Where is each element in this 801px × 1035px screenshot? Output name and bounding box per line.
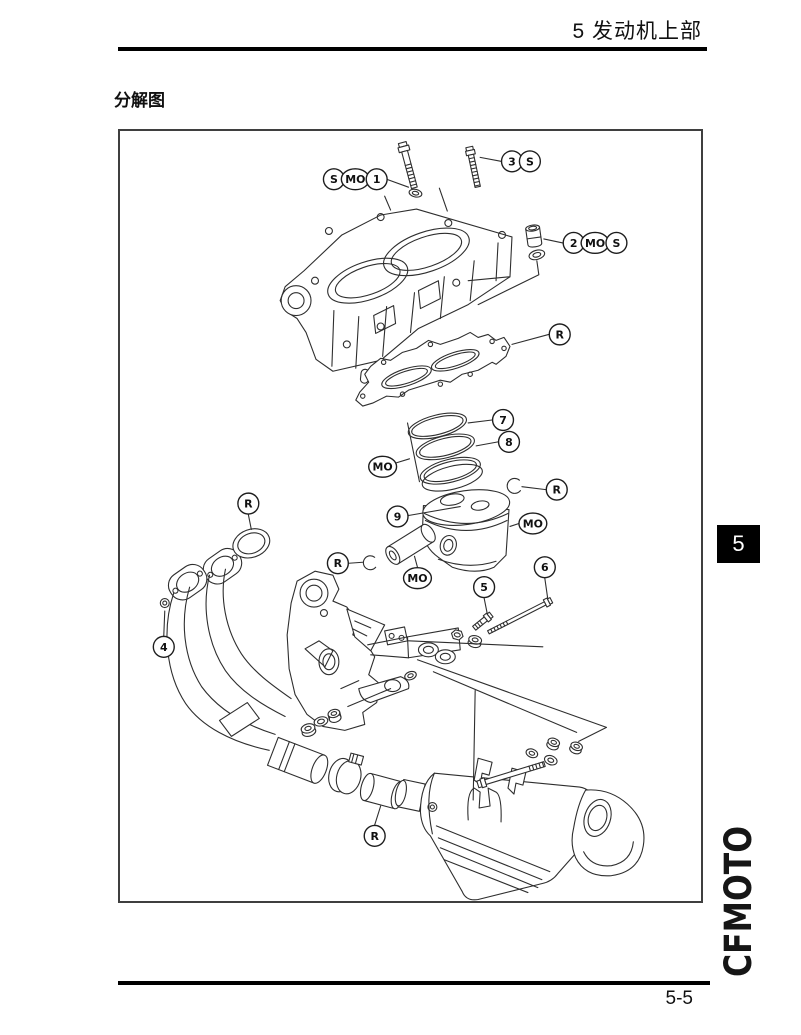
sleeve-part-2 <box>525 224 543 248</box>
footer-rule <box>118 981 710 985</box>
callout-4-stud: 4 <box>152 610 175 658</box>
callout-2-sleeve: 2 MO S <box>543 231 628 255</box>
callout-label: R <box>244 498 253 511</box>
callout-9-piston: 9 <box>386 505 461 528</box>
callout-1-cylinder-bolt: S MO 1 <box>322 168 410 191</box>
callout-r-base-gasket: R <box>511 323 571 346</box>
wrist-pin <box>385 523 436 565</box>
muffler-washer-2 <box>543 754 558 766</box>
callout-label: 7 <box>499 414 507 427</box>
callout-label: R <box>370 830 379 843</box>
piston <box>421 489 511 572</box>
mount-rubber-stack <box>300 708 342 737</box>
callout-bubble <box>548 323 571 346</box>
callout-bubble <box>237 492 260 515</box>
piston-rings <box>407 412 483 492</box>
mount-plate <box>384 626 461 665</box>
exhaust-flange-rear <box>167 563 208 601</box>
callout-label: 6 <box>541 561 549 574</box>
brand-logo-text: CFMOTO <box>717 825 761 977</box>
muffler <box>394 757 645 901</box>
callout-label: S <box>330 173 338 186</box>
callout-label: 3 <box>508 155 516 168</box>
callout-bubble <box>386 505 409 528</box>
callout-8-second-ring: 8 <box>475 430 521 454</box>
callout-r-muffler-sleeve: R <box>363 805 386 847</box>
callout-label: MO <box>373 461 393 474</box>
callout-6-bolt: 6 <box>533 556 556 600</box>
callout-label: 9 <box>394 510 402 523</box>
callout-bubble <box>363 824 386 847</box>
chapter-tab: 5 <box>717 525 760 563</box>
callout-label: R <box>553 484 562 497</box>
callout-label: S <box>526 155 534 168</box>
muffler-mount-bolt <box>476 761 546 789</box>
nut-bolt-6 <box>467 635 483 649</box>
circlip-left <box>362 555 377 571</box>
pointer-lines <box>347 187 608 801</box>
callout-bubble <box>326 552 350 575</box>
callout-bubble <box>497 430 521 454</box>
callout-bubble <box>533 556 556 579</box>
callout-bubble <box>368 455 398 478</box>
callout-label: R <box>334 557 343 570</box>
section-label: 分解图 <box>114 91 165 110</box>
callout-label: 4 <box>160 641 168 654</box>
callout-label: 8 <box>505 436 513 449</box>
base-gasket <box>355 331 511 407</box>
callout-5-bolt: 5 <box>472 575 496 614</box>
callout-bubble <box>152 635 175 658</box>
callout-label: R <box>556 328 565 341</box>
pipe-clamp <box>328 752 365 795</box>
callout-label: MO <box>523 517 543 530</box>
muffler-nut-2 <box>569 741 583 755</box>
washer-sleeve-2 <box>528 249 546 261</box>
callout-7-top-ring: 7 <box>467 408 515 432</box>
bolt-5 <box>472 611 494 631</box>
callout-bubble <box>518 150 542 173</box>
callout-r-circlip-top: R <box>521 478 568 501</box>
callout-r-exhaust-gasket: R <box>237 492 260 530</box>
bolt-6 <box>487 597 554 635</box>
hex-washer-bolt-5 <box>450 629 464 641</box>
exhaust-header-pipes <box>166 568 329 784</box>
exhaust-gasket-ring <box>232 528 271 559</box>
stud-4 <box>159 598 170 609</box>
cylinder-bolt-1 <box>397 141 418 190</box>
callout-label: 2 <box>570 237 578 250</box>
cylinder-block <box>279 208 513 372</box>
callout-bubble <box>518 512 548 535</box>
callout-mo-piston: MO <box>509 512 548 535</box>
cylinder-head-bracket <box>286 570 417 731</box>
callout-label: 1 <box>373 173 381 186</box>
callout-bubble <box>472 575 496 599</box>
callout-bubble <box>365 168 388 191</box>
brand-logo-vertical: CFMOTO <box>708 820 770 982</box>
muffler-nut-1 <box>546 737 561 751</box>
callout-mo-wrist-pin: MO <box>402 555 433 590</box>
callout-label: S <box>612 237 620 250</box>
muffler-washer-1 <box>525 748 539 759</box>
callout-bubble <box>402 567 433 590</box>
callout-label: MO <box>585 237 605 250</box>
callout-r-circlip-left: R <box>326 552 364 575</box>
callout-label: MO <box>345 173 365 186</box>
callout-bubble <box>605 231 628 255</box>
washer-bolt-1 <box>408 188 423 198</box>
circlip-top <box>506 477 521 494</box>
header-rule <box>118 47 707 51</box>
callout-label: 5 <box>480 581 488 594</box>
callout-bubble <box>491 408 515 432</box>
callout-mo-rings: MO <box>368 455 411 478</box>
callout-label: MO <box>407 572 427 585</box>
callout-bubble <box>545 478 568 501</box>
page-header-title: 5 发动机上部 <box>572 20 702 43</box>
bolt-3 <box>465 145 481 189</box>
page-number: 5-5 <box>665 988 693 1009</box>
